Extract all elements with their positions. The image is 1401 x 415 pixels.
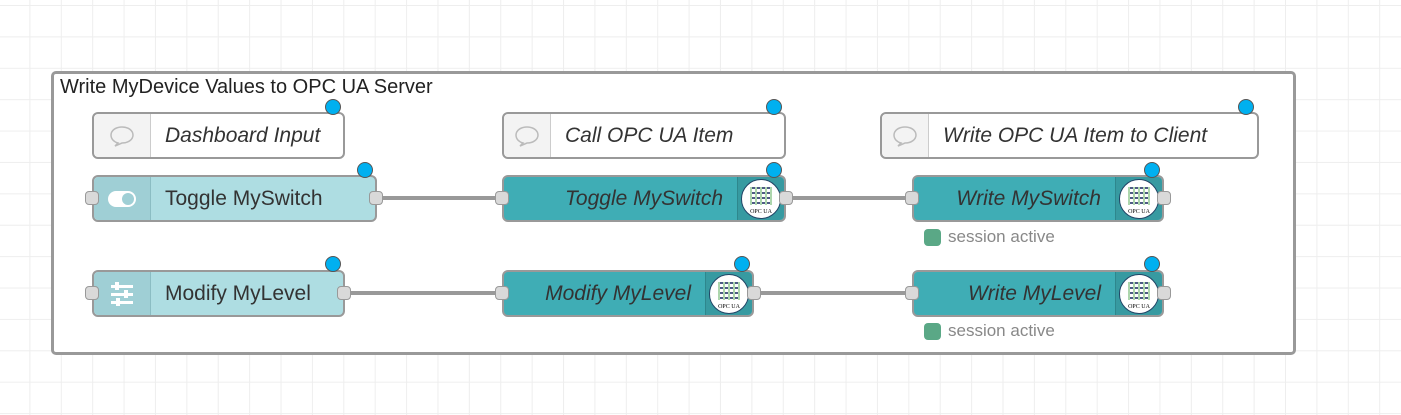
changed-indicator-icon xyxy=(1144,162,1160,178)
changed-indicator-icon xyxy=(1238,99,1254,115)
switch-icon xyxy=(94,177,151,220)
opcua-client-node-write-level[interactable]: Write MyLevel OPC UA xyxy=(912,270,1164,317)
output-port[interactable] xyxy=(747,286,761,300)
input-port[interactable] xyxy=(85,286,99,300)
opcua-logo-icon: OPC UA xyxy=(709,273,749,314)
node-label: Toggle MySwitch xyxy=(165,186,323,210)
comment-node-dashboard-input[interactable]: Dashboard Input xyxy=(92,112,345,159)
wire[interactable] xyxy=(760,291,906,295)
node-label: Write MySwitch xyxy=(956,186,1101,210)
opcua-item-node-level[interactable]: Modify MyLevel OPC UA xyxy=(502,270,754,317)
output-port[interactable] xyxy=(337,286,351,300)
input-port[interactable] xyxy=(905,191,919,205)
changed-indicator-icon xyxy=(357,162,373,178)
changed-indicator-icon xyxy=(325,99,341,115)
status-indicator-icon xyxy=(924,228,941,246)
node-label: Modify MyLevel xyxy=(165,281,311,305)
comment-node-write-opc-ua-item[interactable]: Write OPC UA Item to Client xyxy=(880,112,1259,159)
node-label: Write MyLevel xyxy=(967,281,1101,305)
slider-icon xyxy=(94,272,151,315)
speech-bubble-icon xyxy=(94,114,151,157)
comment-node-call-opc-ua-item[interactable]: Call OPC UA Item xyxy=(502,112,786,159)
output-port[interactable] xyxy=(1157,191,1171,205)
wire[interactable] xyxy=(383,196,496,200)
speech-bubble-icon xyxy=(882,114,929,157)
input-port[interactable] xyxy=(495,191,509,205)
node-label: Call OPC UA Item xyxy=(565,123,734,147)
opcua-logo-icon: OPC UA xyxy=(1119,273,1159,314)
changed-indicator-icon xyxy=(766,162,782,178)
opcua-item-node-toggle[interactable]: Toggle MySwitch OPC UA xyxy=(502,175,786,222)
changed-indicator-icon xyxy=(325,256,341,272)
slider-node[interactable]: Modify MyLevel xyxy=(92,270,345,317)
changed-indicator-icon xyxy=(734,256,750,272)
switch-node[interactable]: Toggle MySwitch xyxy=(92,175,377,222)
node-label: Modify MyLevel xyxy=(545,281,691,305)
opcua-logo-icon: OPC UA xyxy=(741,178,781,219)
node-status: session active xyxy=(924,321,1055,341)
group-title: Write MyDevice Values to OPC UA Server xyxy=(60,76,433,98)
output-port[interactable] xyxy=(369,191,383,205)
input-port[interactable] xyxy=(85,191,99,205)
node-label: Write OPC UA Item to Client xyxy=(943,123,1208,147)
changed-indicator-icon xyxy=(766,99,782,115)
changed-indicator-icon xyxy=(1144,256,1160,272)
output-port[interactable] xyxy=(779,191,793,205)
wire[interactable] xyxy=(350,291,496,295)
node-status: session active xyxy=(924,227,1055,247)
output-port[interactable] xyxy=(1157,286,1171,300)
input-port[interactable] xyxy=(495,286,509,300)
opcua-logo-icon: OPC UA xyxy=(1119,178,1159,219)
node-label: Dashboard Input xyxy=(165,123,321,147)
node-label: Toggle MySwitch xyxy=(565,186,723,210)
status-indicator-icon xyxy=(924,322,941,340)
speech-bubble-icon xyxy=(504,114,551,157)
wire[interactable] xyxy=(790,196,906,200)
opcua-client-node-write-switch[interactable]: Write MySwitch OPC UA xyxy=(912,175,1164,222)
input-port[interactable] xyxy=(905,286,919,300)
